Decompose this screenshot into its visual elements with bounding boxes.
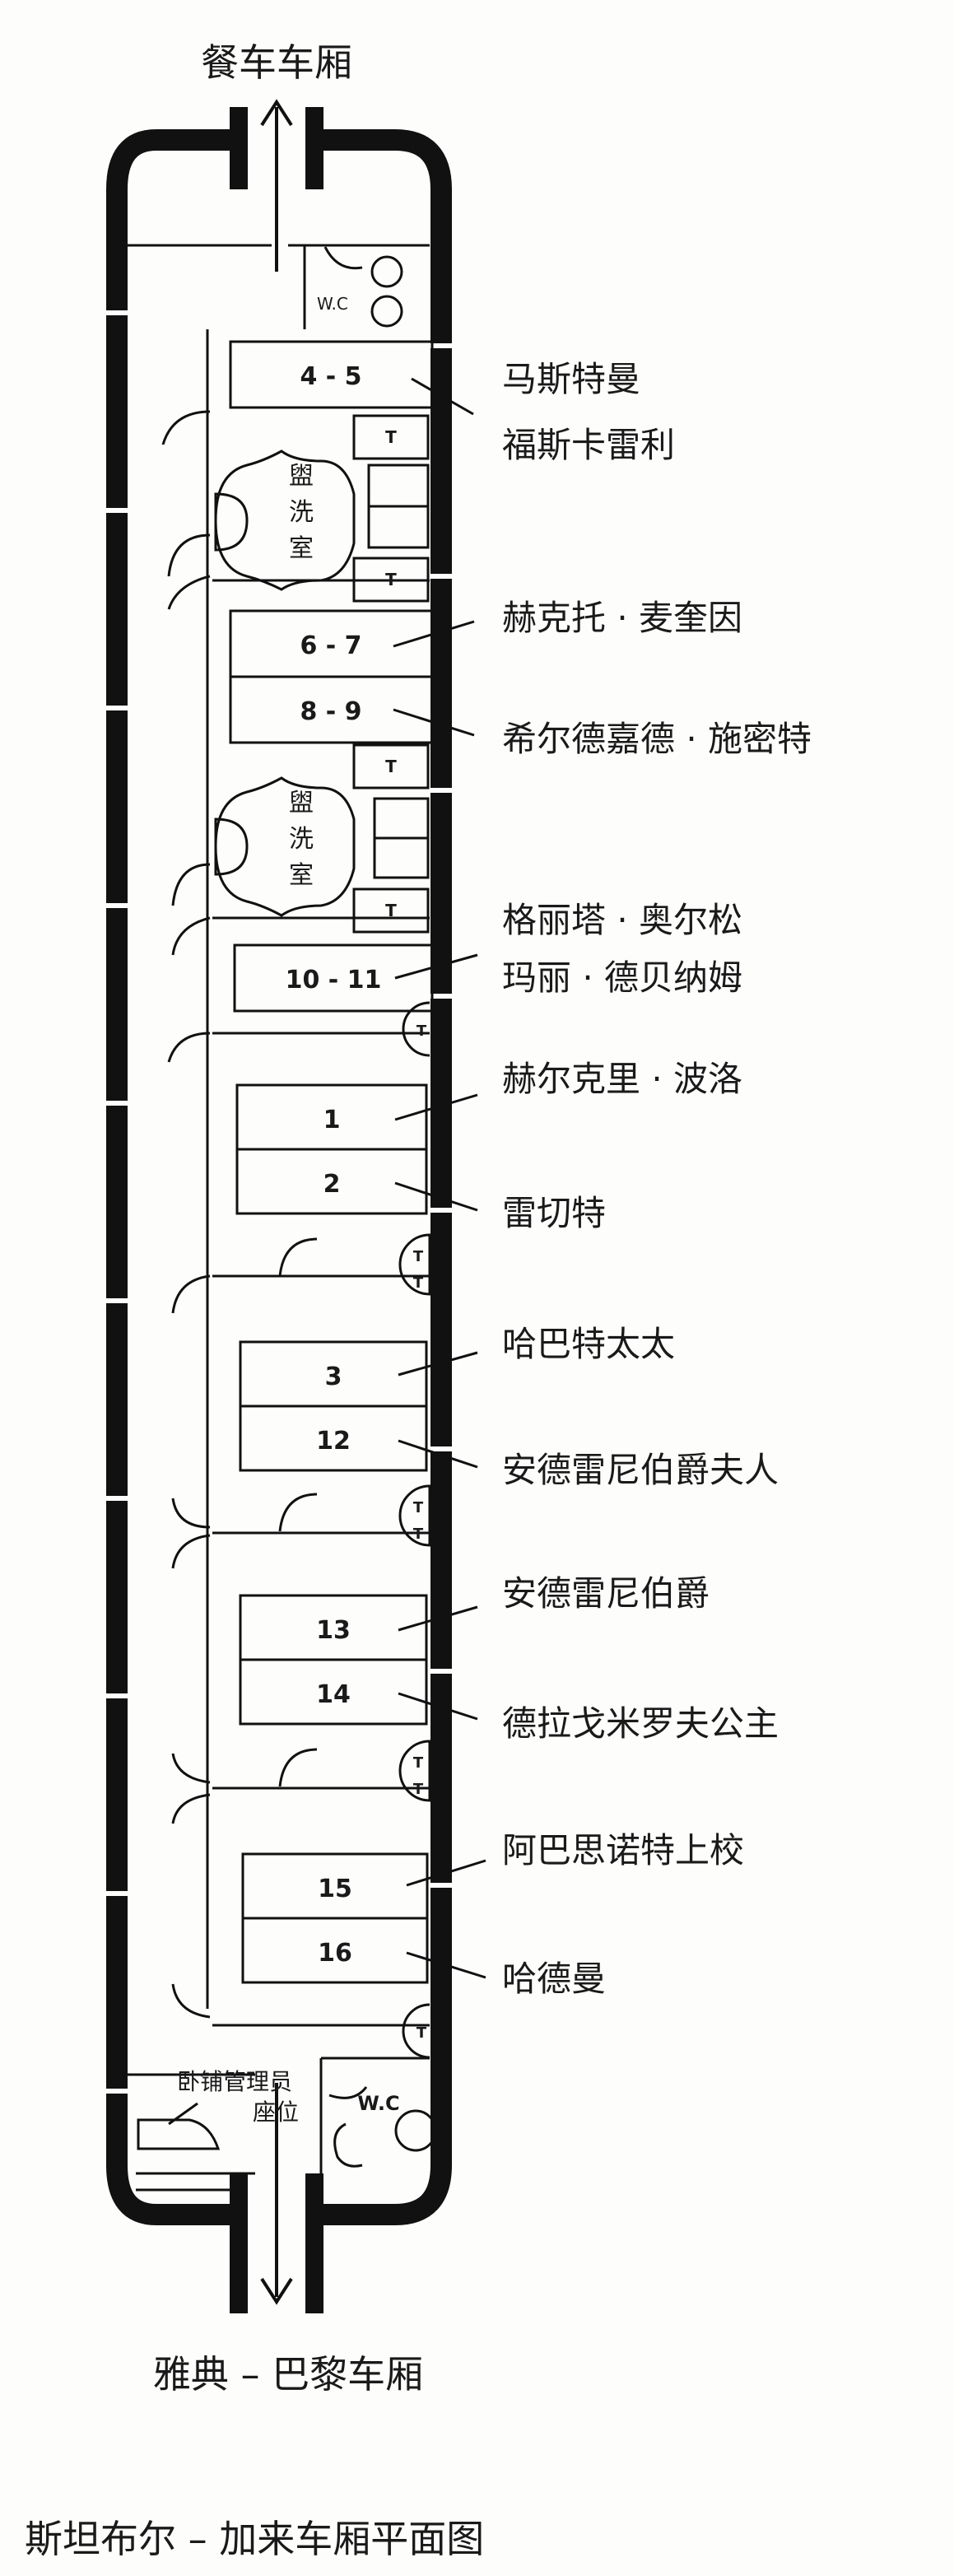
berth-1: 1 bbox=[323, 1106, 341, 1134]
passenger-name: 安德雷尼伯爵夫人 bbox=[502, 1450, 779, 1490]
berth-12: 12 bbox=[316, 1427, 351, 1456]
arrow-down-icon bbox=[260, 2083, 293, 2305]
passenger-labels: 马斯特曼 福斯卡雷利 赫克托 · 麦奎因 希尔德嘉德 · 施密特 格丽塔 · 奥… bbox=[502, 359, 812, 1999]
svg-text:T: T bbox=[413, 1499, 424, 1516]
door-swings bbox=[161, 410, 318, 2019]
svg-text:T: T bbox=[385, 757, 397, 776]
svg-text:T: T bbox=[385, 427, 397, 447]
wc-label: W.C bbox=[317, 294, 348, 314]
svg-text:洗: 洗 bbox=[289, 498, 314, 527]
passenger-name: 安德雷尼伯爵 bbox=[502, 1573, 710, 1614]
conductor-leader bbox=[168, 2102, 198, 2126]
passenger-name: 哈巴特太太 bbox=[502, 1324, 675, 1364]
svg-text:T: T bbox=[417, 2024, 427, 2042]
berth-16: 16 bbox=[318, 1939, 352, 1968]
berth-10-11: 10 - 11 bbox=[286, 966, 382, 995]
passenger-name: 玛丽 · 德贝纳姆 bbox=[502, 957, 742, 998]
figure-caption: 斯坦布尔 – 加来车厢平面图 bbox=[25, 2517, 484, 2561]
conductor-seat-label-1: 卧铺管理员 bbox=[177, 2068, 292, 2095]
toilet-boxes bbox=[352, 414, 430, 934]
vestibule-bottom bbox=[128, 2057, 437, 2192]
berth-8-9: 8 - 9 bbox=[300, 697, 361, 726]
svg-text:T: T bbox=[413, 1781, 424, 1798]
svg-text:T: T bbox=[413, 1274, 424, 1292]
passenger-name: 哈德曼 bbox=[502, 1959, 606, 1999]
compartments bbox=[212, 340, 434, 2027]
washroom-bottom: 盥 洗 室 bbox=[214, 776, 356, 917]
svg-text:盥: 盥 bbox=[289, 462, 314, 491]
berth-2: 2 bbox=[323, 1170, 341, 1199]
berth-13: 13 bbox=[316, 1616, 351, 1645]
car-shell bbox=[103, 107, 454, 2313]
berth-4-5: 4 - 5 bbox=[300, 362, 361, 391]
svg-text:T: T bbox=[413, 1248, 424, 1265]
arrow-up-icon bbox=[260, 99, 293, 272]
berth-6-7: 6 - 7 bbox=[300, 631, 361, 660]
svg-text:盥: 盥 bbox=[289, 789, 314, 818]
passenger-name: 马斯特曼 bbox=[502, 359, 640, 399]
svg-text:T: T bbox=[385, 570, 397, 589]
berth-labels: 4 - 5 6 - 7 8 - 9 10 - 11 1 2 3 12 13 14… bbox=[286, 362, 382, 1968]
berth-14: 14 bbox=[316, 1680, 351, 1709]
svg-text:洗: 洗 bbox=[289, 825, 314, 854]
berth-15: 15 bbox=[318, 1875, 352, 1903]
washroom-top: 盥 洗 室 bbox=[214, 450, 356, 591]
leader-lines bbox=[393, 377, 486, 1979]
basin-units bbox=[398, 1001, 431, 2059]
bottom-car-label: 雅典 – 巴黎车厢 bbox=[153, 2352, 423, 2397]
passenger-name: 希尔德嘉德 · 施密特 bbox=[502, 719, 812, 759]
passenger-name: 赫克托 · 麦奎因 bbox=[502, 598, 742, 638]
svg-text:T: T bbox=[413, 1526, 424, 1543]
basin-labels: T T T T T T T T bbox=[413, 1022, 427, 2042]
passenger-name: 阿巴思诺特上校 bbox=[502, 1830, 744, 1870]
passenger-name: 格丽塔 · 奥尔松 bbox=[502, 900, 742, 940]
conductor-seat-label-2: 座位 bbox=[253, 2099, 299, 2126]
svg-text:T: T bbox=[417, 1022, 427, 1040]
svg-text:T: T bbox=[413, 1754, 424, 1772]
passenger-name: 雷切特 bbox=[502, 1193, 606, 1233]
svg-text:室: 室 bbox=[289, 861, 314, 890]
top-car-label: 餐车车厢 bbox=[201, 40, 352, 85]
svg-text:室: 室 bbox=[289, 534, 314, 563]
berth-3: 3 bbox=[325, 1363, 342, 1391]
passenger-name: 福斯卡雷利 bbox=[502, 425, 675, 465]
passenger-name: 德拉戈米罗夫公主 bbox=[502, 1703, 779, 1744]
toilet-labels: T T T T bbox=[385, 427, 397, 920]
passenger-name: 赫尔克里 · 波洛 bbox=[502, 1059, 742, 1099]
vestibule-top bbox=[128, 244, 430, 329]
wc-label-bottom: W.C bbox=[357, 2092, 399, 2115]
svg-text:T: T bbox=[385, 901, 397, 920]
